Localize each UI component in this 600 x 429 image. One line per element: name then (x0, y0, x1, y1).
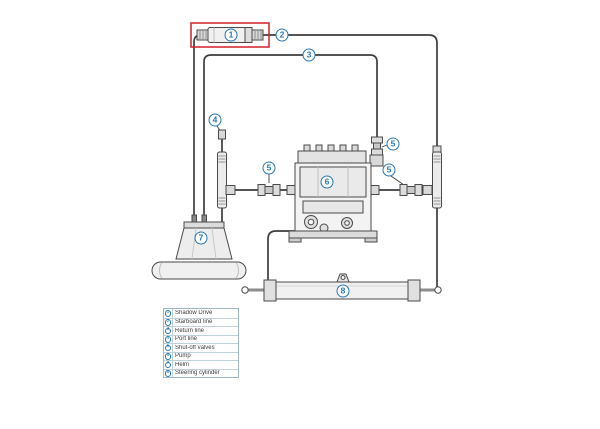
helm (151, 214, 247, 280)
callout-5: 5 (386, 137, 400, 151)
callout-5: 5 (262, 161, 276, 175)
legend-number-cell: 7 (164, 361, 173, 369)
legend-number-badge: 5 (164, 344, 172, 351)
callout-2: 2 (275, 28, 289, 42)
legend-label: Pump (175, 353, 191, 360)
starboard-line (251, 34, 438, 288)
legend-label: Starboard line (175, 319, 213, 326)
legend-label: Shut-off valves (175, 344, 215, 351)
pump (286, 144, 384, 243)
legend-number-cell: 2 (164, 318, 173, 326)
legend-label: Helm (175, 361, 190, 368)
legend-number-cell: 6 (164, 352, 173, 360)
legend-number-badge: 7 (164, 361, 172, 368)
left-shut-off-valve (257, 184, 281, 196)
pump-to-cylinder-line (267, 230, 307, 283)
legend-number-badge: 1 (164, 309, 172, 317)
callout-4: 4 (208, 113, 222, 127)
starboard-hose-fitting (422, 145, 442, 209)
legend-label: Steering cylinder (175, 370, 220, 377)
port-line (221, 135, 293, 228)
callout-3: 3 (302, 48, 316, 62)
legend-label: Return line (175, 327, 205, 334)
legend-number-badge: 3 (164, 327, 172, 334)
legend-number-cell: 8 (164, 369, 173, 377)
legend-number-badge: 6 (164, 352, 172, 360)
legend-label: Port line (175, 336, 198, 343)
callout-5: 5 (382, 163, 396, 177)
legend-number-badge: 8 (164, 369, 172, 377)
legend-number-badge: 2 (164, 318, 172, 326)
legend-number-cell: 4 (164, 335, 173, 343)
legend-number-badge: 4 (164, 335, 172, 343)
legend-number-cell: 5 (164, 344, 173, 352)
callout-6: 6 (320, 175, 334, 189)
legend-number-cell: 1 (164, 309, 173, 318)
port-hose-fitting (217, 129, 236, 209)
legend-number-cell: 3 (164, 327, 173, 335)
legend-label: Shadow Drive (175, 310, 213, 317)
callout-1: 1 (224, 28, 238, 42)
shadow-drive-highlight-box (190, 22, 270, 48)
callout-8: 8 (336, 284, 350, 298)
callout-7: 7 (194, 231, 208, 245)
right-shut-off-valve (399, 184, 423, 196)
